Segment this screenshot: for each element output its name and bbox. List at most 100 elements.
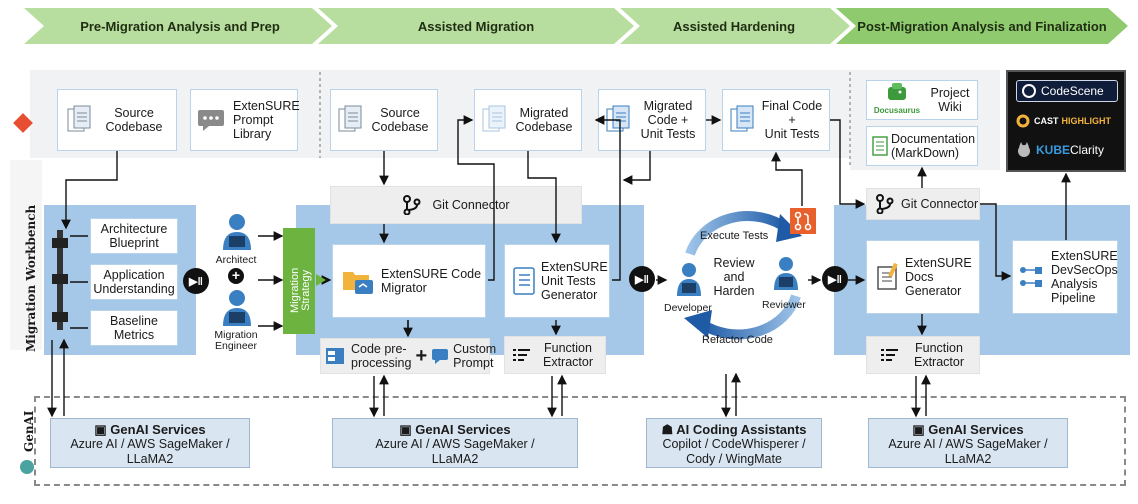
final-code-unit-tests[interactable]: Final Code + Unit Tests (722, 89, 830, 151)
docusaurus-dino-icon (888, 82, 906, 100)
git-branch-icon (403, 195, 421, 215)
baseline-metrics[interactable]: Baseline Metrics (90, 310, 178, 346)
custom-prompt-icon (432, 349, 449, 364)
codescene-logo: CodeScene (1016, 80, 1118, 102)
play-pause-icon-3[interactable]: ▶‖ (822, 266, 848, 292)
function-extractor-migration[interactable]: Function Extractor (504, 336, 606, 374)
document-icon (606, 105, 630, 132)
genai-services-3[interactable]: ▣ GenAI Services Azure AI / AWS SageMake… (868, 418, 1068, 468)
cast-text: CAST (1034, 116, 1059, 126)
ai-coding-assistants-text: Copilot / CodeWhisperer / Cody / WingMat… (662, 437, 806, 466)
reviewer-label: Reviewer (762, 299, 806, 311)
document-icon (67, 105, 91, 132)
migration-engineer-person-icon (217, 288, 257, 328)
phase-chevron-2 (318, 8, 634, 44)
migrated-codebase-label: Migrated Codebase (515, 106, 573, 134)
final-code-unit-tests-label: Final Code + Unit Tests (761, 99, 823, 141)
refactor-code-label: Refactor Code (702, 334, 773, 346)
documentation-markdown[interactable]: Documentation (MarkDown) (866, 126, 978, 166)
genai-services-1[interactable]: ▣ GenAI Services Azure AI / AWS SageMake… (50, 418, 250, 468)
git-connector-post-label: Git Connector (901, 197, 979, 211)
phase-chevron-4 (836, 8, 1128, 44)
migrated-code-unit-tests[interactable]: Migrated Code + Unit Tests (598, 89, 706, 151)
architecture-blueprint-label: Architecture Blueprint (100, 222, 168, 250)
docs-generator[interactable]: ExtenSURE Docs Generator (866, 240, 980, 314)
source-codebase-label: Source Codebase (105, 106, 163, 134)
ai-coding-assistants[interactable]: ☗ AI Coding Assistants Copilot / CodeWhi… (646, 418, 822, 468)
devsecops-label: ExtenSURE DevSecOps Analysis Pipeline (1051, 249, 1118, 305)
phase-title-post-migration: Post-Migration Analysis and Finalization (857, 18, 1107, 34)
kubeclarity-cat-icon (1018, 142, 1030, 157)
devsecops-pipeline[interactable]: ExtenSURE DevSecOps Analysis Pipeline (1012, 240, 1118, 314)
notepad-icon (877, 263, 898, 290)
checklist-icon (513, 267, 535, 295)
application-understanding-label: Application Understanding (93, 268, 175, 296)
function-extractor-post-label: Function Extractor (913, 341, 964, 369)
genai-brain-icon (20, 460, 34, 474)
genai-services-3-text: Azure AI / AWS SageMaker / LLaMA2 (888, 437, 1048, 466)
migrated-codebase[interactable]: Migrated Codebase (474, 89, 582, 151)
git-connector-migration-label: Git Connector (432, 198, 510, 212)
docusaurus-text: Docusaurus (873, 105, 921, 115)
workbench-side-zone (10, 160, 42, 350)
application-understanding[interactable]: Application Understanding (90, 264, 178, 300)
highlight-text: HIGHLIGHT (1061, 116, 1112, 126)
genai-services-2[interactable]: ▣ GenAI Services Azure AI / AWS SageMake… (332, 418, 578, 468)
kube-text: KUBE (1036, 143, 1071, 157)
architect-label: Architect (215, 254, 257, 266)
genai-label: GenAI (22, 410, 36, 452)
docusaurus-logo: Docusaurus (871, 82, 923, 118)
document-icon (338, 105, 362, 132)
project-wiki[interactable]: Docusaurus Project Wiki (866, 80, 978, 120)
plus-sign: + (415, 345, 428, 367)
genai-region (34, 396, 1126, 486)
phase-title-assisted-hardening: Assisted Hardening (672, 18, 796, 34)
source-codebase-pre[interactable]: Source Codebase (57, 89, 177, 151)
prompt-library[interactable]: ExtenSURE Prompt Library (190, 89, 300, 151)
architecture-blueprint[interactable]: Architecture Blueprint (90, 218, 178, 254)
custom-prompt-label: Custom Prompt (453, 342, 497, 370)
genai-services-2-title: GenAI Services (415, 422, 511, 437)
document-icon (730, 105, 754, 132)
code-preprocessing-label: Code pre- processing (351, 342, 412, 370)
preprocessing-prompt-group[interactable]: Code pre- processing + Custom Prompt (320, 338, 496, 374)
execute-tests-label: Execute Tests (700, 230, 769, 242)
document-icon (482, 105, 506, 132)
git-connector-migration[interactable]: Git Connector (330, 186, 582, 224)
migration-workbench-label: Migration Workbench (24, 204, 38, 352)
baseline-metrics-label: Baseline Metrics (110, 314, 158, 342)
cast-swirl-icon (1016, 114, 1030, 128)
cast-highlight-logo: CAST HIGHLIGHT (1016, 112, 1120, 130)
migration-engineer-label: Migration Engineer (214, 329, 258, 352)
code-migrator[interactable]: ExtenSURE Code Migrator (332, 244, 486, 318)
unit-tests-generator[interactable]: ExtenSURE Unit Tests Generator (504, 244, 610, 318)
phase-title-assisted-migration: Assisted Migration (417, 18, 535, 34)
git-connector-post[interactable]: Git Connector (866, 188, 980, 220)
ai-coding-assistants-title: AI Coding Assistants (676, 422, 807, 437)
kubeclarity-logo: KUBE Clarity (1016, 140, 1120, 160)
play-pause-icon-2[interactable]: ▶‖ (629, 266, 655, 292)
source-codebase-migration[interactable]: Source Codebase (330, 89, 438, 151)
migration-strategy-label: Migration Strategy (289, 267, 312, 313)
phase-title-pre-migration: Pre-Migration Analysis and Prep (80, 18, 280, 34)
genai-services-3-title: GenAI Services (928, 422, 1024, 437)
review-harden-label: Review and Harden (713, 256, 755, 298)
clarity-text: Clarity (1070, 143, 1105, 157)
phase-chevron-3 (620, 8, 850, 44)
migration-strategy-bar[interactable] (283, 228, 315, 334)
docs-generator-label: ExtenSURE Docs Generator (905, 256, 972, 298)
git-branch-icon (876, 194, 894, 214)
chip-icon: ▣ (399, 422, 416, 437)
documentation-label: Documentation (MarkDown) (891, 132, 976, 160)
robot-icon: ☗ (661, 422, 677, 437)
play-pause-icon-1[interactable]: ▶‖ (183, 268, 209, 294)
pipeline-icon (1020, 267, 1042, 287)
function-extractor-post[interactable]: Function Extractor (866, 336, 980, 374)
project-wiki-label: Project Wiki (930, 86, 970, 114)
phase-chevron-1 (24, 8, 332, 44)
developer-label: Developer (664, 302, 712, 314)
analysis-tools-panel: CodeScene CAST HIGHLIGHT KUBE Clarity (1006, 70, 1126, 172)
function-extractor-migration-label: Function Extractor (542, 341, 593, 369)
pull-request-icon[interactable] (790, 208, 816, 234)
